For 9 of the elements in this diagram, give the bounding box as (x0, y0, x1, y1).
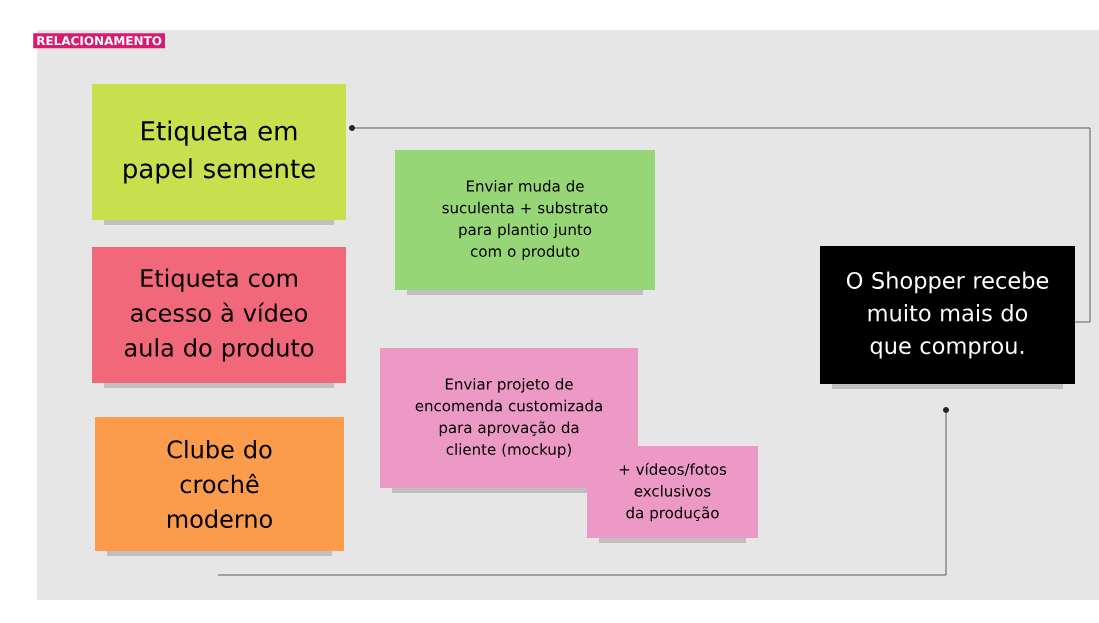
sticky-note: O Shopper recebe muito mais do que comprou. (820, 246, 1075, 384)
sticky-note: Clube do crochê moderno (95, 417, 344, 551)
connector-line (354, 127, 1091, 323)
sticky-note: Etiqueta com acesso à vídeo aula do produto (92, 247, 346, 383)
title-tag: RELACIONAMENTO (33, 33, 165, 49)
sticky-note: Enviar muda de suculenta + substrato para plantio junto com o produto (395, 150, 655, 290)
sticky-note: Etiqueta em papel semente (92, 84, 346, 220)
connector-line (217, 412, 947, 576)
sticky-note: + vídeos/fotos exclusivos da produção (587, 446, 758, 538)
